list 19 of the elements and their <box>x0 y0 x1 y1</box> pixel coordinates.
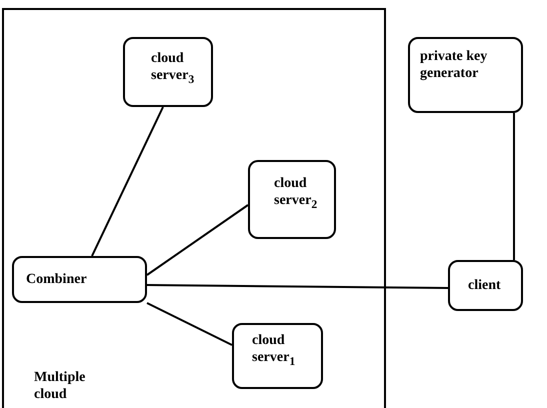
connector-line <box>147 284 448 289</box>
process-box <box>448 260 523 311</box>
connector-line <box>146 302 232 346</box>
process-box <box>248 160 336 239</box>
connector-line <box>513 113 515 260</box>
node-label: cloud server$_{3}$ <box>151 51 196 87</box>
process-box <box>232 323 323 389</box>
group-box <box>2 8 386 408</box>
process-box <box>408 37 523 113</box>
process-box <box>12 256 147 303</box>
node-label: cloud server$_{2}$ <box>274 176 318 212</box>
node-label: client <box>468 278 502 295</box>
node-label: cloud server$_{1}$ <box>252 333 296 369</box>
node-label: Combiner <box>26 272 88 289</box>
process-box <box>123 37 213 107</box>
connector-line <box>146 204 249 276</box>
node-label: private key generator <box>420 49 488 83</box>
connector-line <box>91 106 164 256</box>
node-label: Multiple cloud <box>34 370 86 404</box>
